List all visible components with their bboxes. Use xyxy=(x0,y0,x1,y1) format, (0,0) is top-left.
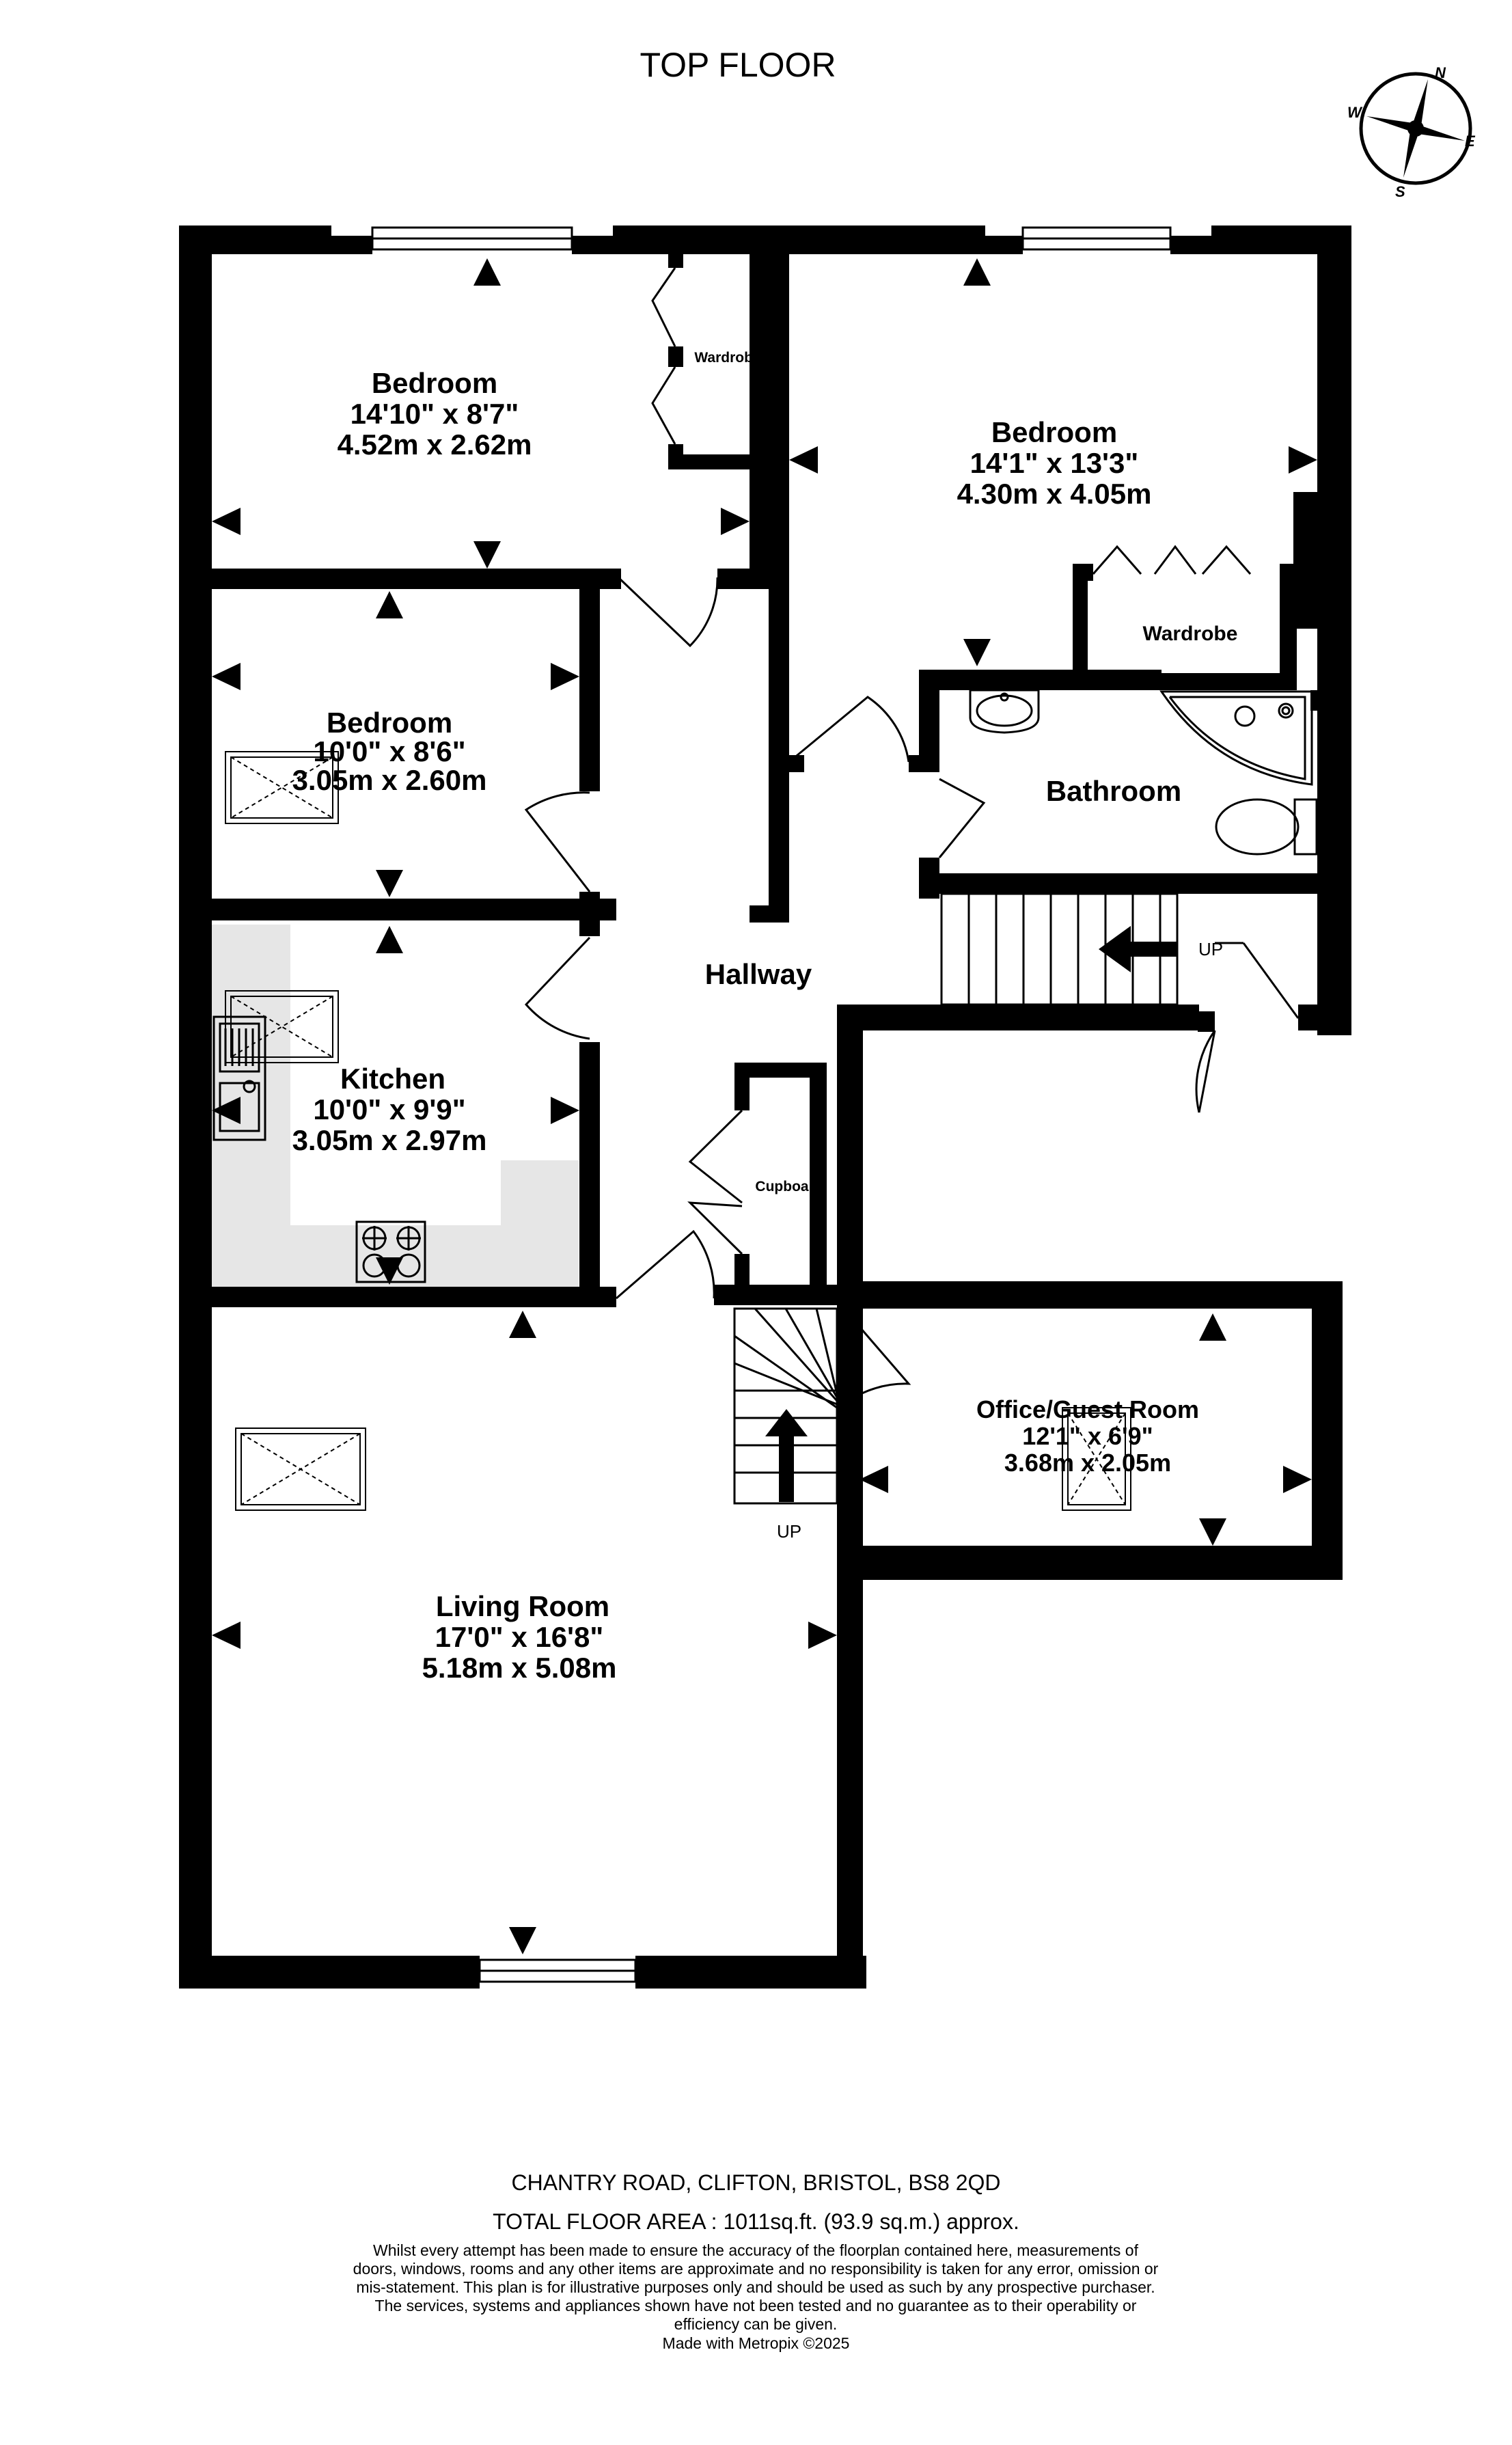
doors xyxy=(524,576,1300,1406)
skylight-office xyxy=(1062,1407,1131,1511)
room-office: Office/Guest Room 12'1" x 6'9" 3.68m x 2… xyxy=(976,1395,1199,1477)
walls xyxy=(179,226,1351,1989)
bedroom3-name: Bedroom xyxy=(327,707,452,739)
skylight-bedroom3 xyxy=(225,751,339,824)
door-bedroom2 xyxy=(788,696,910,763)
bedroom1-imperial: 14'10" x 8'7" xyxy=(350,398,519,430)
footer-made-with: Made with Metropix ©2025 xyxy=(662,2334,850,2352)
bathroom-fixtures xyxy=(969,689,1318,856)
stairs-up-label-main: UP xyxy=(1198,939,1223,959)
kitchen-name: Kitchen xyxy=(340,1063,445,1095)
office-name: Office/Guest Room xyxy=(976,1395,1199,1423)
compass-n: N xyxy=(1435,64,1446,81)
room-kitchen: Kitchen 10'0" x 9'9" 3.05m x 2.97m xyxy=(292,1063,487,1156)
door-entrance xyxy=(1195,1030,1216,1113)
door-cupboard xyxy=(688,1109,743,1204)
footer-total-area: TOTAL FLOOR AREA : 1011sq.ft. (93.9 sq.m… xyxy=(493,2209,1019,2234)
kitchen-imperial: 10'0" x 9'9" xyxy=(313,1093,465,1125)
compass-s: S xyxy=(1395,183,1405,200)
stairs-up-label-living: UP xyxy=(777,1521,801,1542)
wardrobe-doors xyxy=(651,267,1252,575)
footer-disclaimer: Whilst every attempt has been made to en… xyxy=(353,2241,1159,2333)
shower-icon xyxy=(1159,690,1313,786)
floor-title: TOP FLOOR xyxy=(640,46,836,84)
bedroom3-imperial: 10'0" x 8'6" xyxy=(313,735,465,767)
bedroom3-metric: 3.05m x 2.60m xyxy=(292,764,487,796)
basin-icon xyxy=(969,689,1040,734)
dimension-arrows xyxy=(212,258,1317,1954)
skylight-kitchen xyxy=(225,990,339,1063)
door-bathroom xyxy=(938,778,986,858)
skylights xyxy=(225,751,1131,1511)
office-imperial: 12'1" x 6'9" xyxy=(1022,1422,1153,1450)
door-bedroom3 xyxy=(524,791,591,892)
stairs-living-arrow-icon xyxy=(765,1409,808,1502)
door-office xyxy=(842,1308,911,1406)
room-bedroom3: Bedroom 10'0" x 8'6" 3.05m x 2.60m xyxy=(292,707,487,796)
bedroom1-name: Bedroom xyxy=(372,367,497,399)
office-metric: 3.68m x 2.05m xyxy=(1004,1449,1171,1477)
living-imperial: 17'0" x 16'8" xyxy=(435,1621,604,1653)
toilet-icon xyxy=(1215,798,1318,856)
windows xyxy=(371,226,1172,1983)
sink-icon xyxy=(212,1015,266,1141)
kitchen-metric: 3.05m x 2.97m xyxy=(292,1124,487,1156)
stairs-main-arrow-icon xyxy=(1099,926,1177,972)
bedroom2-imperial: 14'1" x 13'3" xyxy=(970,447,1139,479)
living-metric: 5.18m x 5.08m xyxy=(422,1652,617,1684)
stairs-main xyxy=(940,892,1179,1006)
door-kitchen xyxy=(524,936,591,1040)
door-cupboard2 xyxy=(687,1201,743,1255)
bathroom-name: Bathroom xyxy=(1046,775,1181,807)
wardrobe-large-label: Wardrobe xyxy=(1143,623,1238,645)
skylight-living xyxy=(235,1428,366,1511)
bedroom1-metric: 4.52m x 2.62m xyxy=(338,428,532,461)
door-living xyxy=(616,1229,715,1300)
bedroom2-metric: 4.30m x 4.05m xyxy=(957,478,1152,510)
living-name: Living Room xyxy=(436,1590,609,1622)
footer-address: CHANTRY ROAD, CLIFTON, BRISTOL, BS8 2QD xyxy=(511,2170,1001,2195)
compass-e: E xyxy=(1465,133,1476,150)
hallway-name: Hallway xyxy=(705,958,812,990)
room-bedroom2: Bedroom 14'1" x 13'3" 4.30m x 4.05m xyxy=(957,416,1152,510)
wardrobe-small-label: Wardrobe xyxy=(694,350,760,366)
room-bedroom1: Bedroom 14'10" x 8'7" 4.52m x 2.62m xyxy=(338,367,532,461)
compass-icon: N E S W xyxy=(1347,64,1476,200)
cupboard-label: Cupboard xyxy=(755,1179,823,1194)
door-bedroom1 xyxy=(617,576,719,648)
room-living: Living Room 17'0" x 16'8" 5.18m x 5.08m xyxy=(422,1590,617,1684)
compass-w: W xyxy=(1347,104,1363,121)
bedroom2-name: Bedroom xyxy=(991,416,1117,448)
